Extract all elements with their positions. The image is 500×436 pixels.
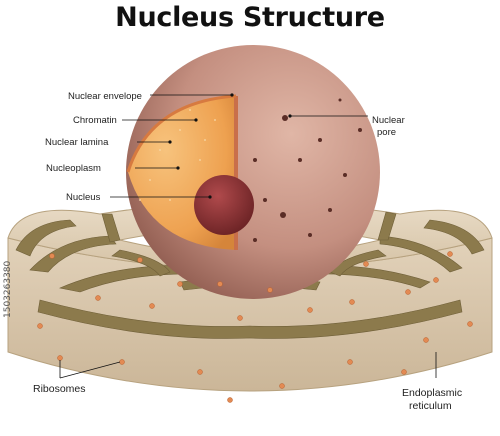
nucleolus xyxy=(194,175,254,235)
label-nuclear-pore-line2: pore xyxy=(377,127,396,138)
label-nuclear-envelope: Nuclear envelope xyxy=(68,91,142,102)
label-chromatin: Chromatin xyxy=(73,115,117,126)
label-nucleoplasm: Nucleoplasm xyxy=(46,163,101,174)
leader-lines xyxy=(59,93,437,379)
label-nuclear-pore-line1: Nuclear xyxy=(372,115,405,126)
label-er-line1: Endoplasmic xyxy=(402,387,462,399)
nucleus-sphere xyxy=(126,45,380,299)
label-ribosomes: Ribosomes xyxy=(33,383,86,395)
diagram-title: Nucleus Structure xyxy=(115,2,385,33)
label-er-line2: reticulum xyxy=(409,400,452,412)
ribosomes xyxy=(37,251,473,403)
watermark-id: 1503263380 xyxy=(3,260,13,318)
label-nucleus: Nucleus xyxy=(66,192,101,203)
label-nuclear-lamina: Nuclear lamina xyxy=(45,137,109,148)
nuclear-pores xyxy=(253,98,362,242)
chromatin-speckles xyxy=(139,109,216,201)
